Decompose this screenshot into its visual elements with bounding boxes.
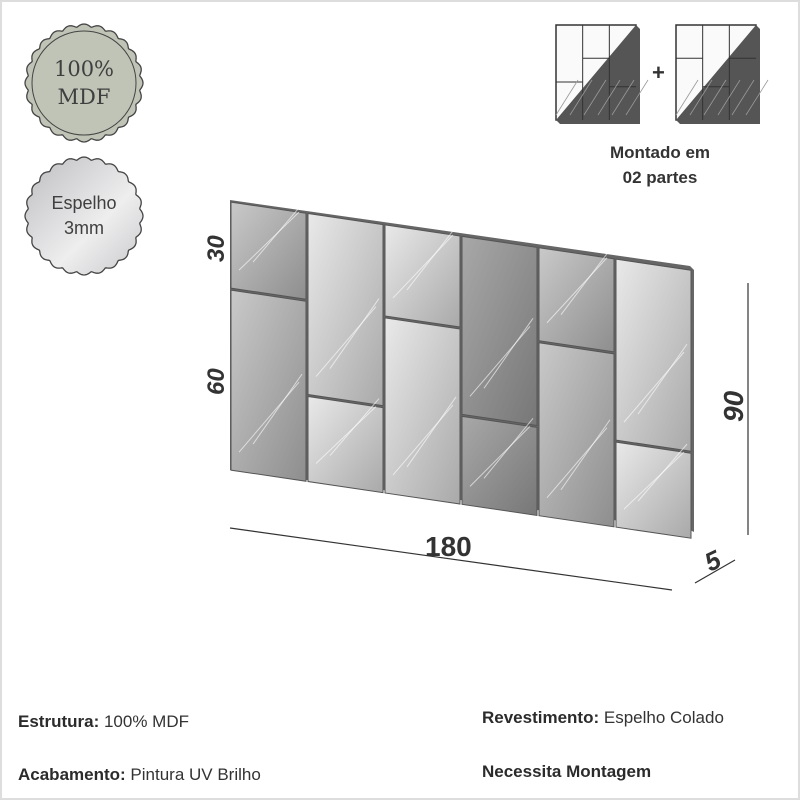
reflection-line (637, 443, 688, 502)
spec-revestimento: Revestimento: Espelho Colado (482, 708, 724, 728)
dim-5-label: 5 (700, 544, 726, 578)
badge-line2: MDF (57, 85, 111, 109)
spec-montagem: Necessita Montagem (482, 762, 651, 782)
mirror-tile (230, 201, 307, 300)
dim-90-label: 90 (718, 390, 749, 422)
reflection-line (238, 211, 300, 271)
mirror-tile (230, 289, 307, 482)
reflection-line (469, 326, 531, 397)
spec-value: 100% MDF (99, 712, 189, 731)
mdf-badge: 100% MDF (23, 22, 145, 144)
plus-sign: + (652, 60, 665, 85)
reflection-line (406, 226, 457, 291)
depth-dimension-line (694, 559, 736, 584)
reflection-line (392, 234, 454, 299)
reflection-line (560, 249, 611, 316)
mirror-tile (307, 395, 384, 494)
reflection-line (315, 306, 377, 377)
reflection-line (329, 398, 380, 456)
reflection-line (623, 351, 685, 423)
scalloped-seal-icon (24, 156, 144, 276)
spec-label: Estrutura: (18, 712, 100, 731)
dim-180-label: 180 (425, 531, 472, 562)
reflection-line (483, 318, 534, 389)
reflection-line (252, 373, 303, 445)
reflection-line (623, 451, 685, 510)
caption-line2: 02 partes (622, 168, 698, 187)
mirror-tile (384, 317, 461, 505)
badge-line1: 100% (53, 57, 115, 81)
mirror-tile (307, 212, 384, 407)
spec-label: Revestimento: (482, 708, 600, 727)
mirror-tile (384, 224, 461, 328)
reflection-line (637, 343, 688, 415)
spec-label: Acabamento: (18, 765, 126, 784)
mirror-tile (538, 342, 615, 528)
mirror-panel (230, 200, 694, 539)
spec-estrutura: Estrutura: 100% MDF (18, 712, 189, 732)
reflection-line (483, 418, 534, 479)
badge-line1: Espelho (51, 193, 117, 213)
mirror-tile (461, 415, 538, 517)
reflection-line (252, 203, 303, 263)
mirror-tile (538, 247, 615, 353)
spec-label: Necessita Montagem (482, 762, 652, 781)
assembly-caption: Montado em 02 partes (560, 140, 760, 190)
width-dimension-line (229, 527, 673, 591)
spec-value: Espelho Colado (599, 708, 724, 727)
mirror-tile (615, 258, 692, 452)
mirror-tile (461, 235, 538, 427)
reflection-line (469, 425, 531, 487)
reflection-line (392, 404, 454, 476)
dim-30-label: 30 (203, 235, 230, 262)
spec-value: Pintura UV Brilho (125, 765, 261, 784)
caption-line1: Montado em (609, 143, 711, 162)
reflection-line (546, 427, 608, 499)
reflection-line (546, 257, 608, 324)
badge-line2: 3mm (64, 218, 104, 238)
assembly-thumbnails (555, 24, 769, 124)
mirror-tile (615, 441, 692, 539)
reflection-line (315, 406, 377, 464)
dim-60-label: 60 (203, 368, 230, 395)
reflection-line (560, 419, 611, 491)
reflection-line (406, 396, 457, 468)
dimension-lines (229, 283, 749, 591)
mirror-badge: Espelho 3mm (23, 155, 145, 277)
reflection-line (238, 381, 300, 453)
spec-acabamento: Acabamento: Pintura UV Brilho (18, 765, 261, 785)
reflection-line (329, 298, 380, 369)
scalloped-seal-icon (24, 23, 144, 143)
